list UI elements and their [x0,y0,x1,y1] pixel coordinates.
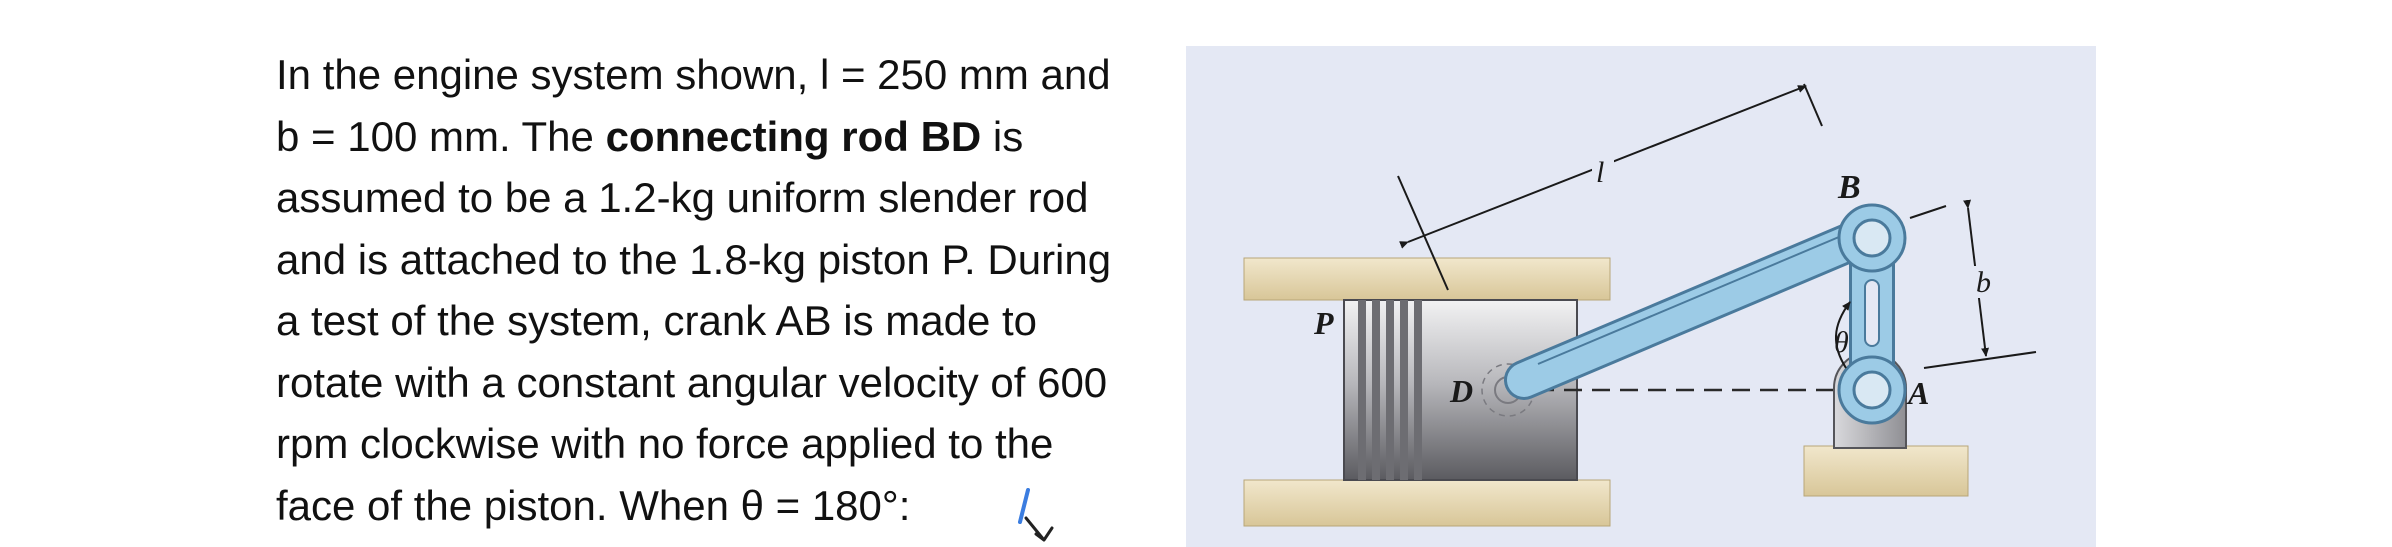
label-theta: θ [1834,326,1849,359]
problem-line-4: and is attached to the 1.8-kg piston P. … [276,235,1112,283]
theta-angle-arc [1834,301,1851,369]
problem-line-6: rotate with a constant angular velocity … [276,358,1108,406]
connecting-rod-emphasis: connecting rod BD [605,112,982,160]
label-b-pin: B [1837,169,1861,206]
pin-a [1837,355,1907,425]
label-d: D [1449,373,1473,409]
problem-line-5: a test of the system, crank AB is made t… [276,297,1038,344]
label-l: l [1596,156,1604,189]
problem-line-7: rpm clockwise with no force applied to t… [276,420,1054,467]
cylinder-top-wall [1243,257,1611,301]
problem-line-1: In the engine system shown, l = 250 mm a… [276,51,1111,98]
problem-line-2-start: b = 100 mm. The [276,112,606,160]
dimension-b [1909,199,2037,369]
engine-mechanism-figure: l b B A D P θ [1186,46,2096,547]
pen-cursor-mark [1018,488,1054,542]
label-a: A [1906,375,1929,411]
problem-line-2-end: is [981,112,1024,160]
label-b: b [1976,266,1991,299]
problem-statement: In the engine system shown, l = 250 mm a… [276,44,1156,536]
cylinder-bottom-wall [1243,479,1611,527]
label-p: P [1313,305,1334,341]
problem-line-3: assumed to be a 1.2-kg uniform slender r… [276,174,1089,221]
problem-line-8: face of the piston. When θ = 180°: [276,481,911,529]
problem-line-2: b = 100 mm. The connecting rod BD is [276,106,1156,168]
dimension-l [1397,83,1823,291]
pin-b [1837,203,1907,273]
connecting-rod-bd [1504,218,1880,400]
